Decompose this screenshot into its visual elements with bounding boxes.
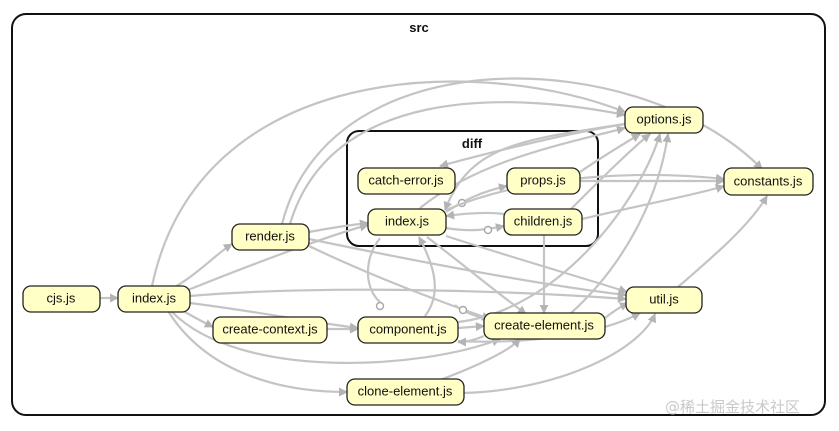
cluster-src [11,13,826,416]
edge-diff-index-children [445,223,505,233]
edge-children-diff-index [445,210,505,220]
edge-children-options [569,133,651,211]
edge-render-create-element [308,245,491,321]
edge-render-diff-index [308,219,369,234]
node-component[interactable]: component.js [357,316,459,344]
node-diff-catch-error[interactable]: catch-error.js [357,167,456,195]
node-diff-children-label: children.js [514,213,573,228]
edge-index-diff-index [187,222,369,292]
node-diff-index-label: index.js [385,213,430,228]
node-index[interactable]: index.js [117,285,191,313]
edge-render-util [308,237,627,299]
edge-index-render [174,243,233,288]
node-render[interactable]: render.js [231,223,310,251]
edge-component-create-element [457,322,485,332]
node-create-element[interactable]: create-element.js [483,312,606,340]
node-create-context[interactable]: create-context.js [212,316,328,344]
node-util-label: util.js [649,291,679,306]
node-cjs-label: cjs.js [47,290,76,305]
node-options-label: options.js [637,111,692,126]
node-diff-props-label: props.js [520,172,566,187]
watermark-text: @稀土掘金技术社区 [665,398,800,416]
edge-diff-index-component [366,237,381,303]
edge-diff-index-constants [445,173,725,212]
node-clone-element-label: clone-element.js [358,383,453,398]
cluster-diff [346,130,599,247]
edge-clone-element-util [463,313,657,395]
edge-render-options [288,101,626,225]
edge-util-constants [677,195,768,288]
node-constants-label: constants.js [734,173,803,188]
edge-diff-index-create-element [426,236,527,315]
edge-index-create-element [171,311,501,364]
node-create-context-label: create-context.js [222,321,318,336]
node-render-label: render.js [245,228,295,243]
cluster-src-title: src [409,20,429,35]
node-clone-element[interactable]: clone-element.js [346,378,465,406]
node-util[interactable]: util.js [625,286,703,314]
node-index-label: index.js [132,290,177,305]
node-options[interactable]: options.js [624,106,704,134]
edge-diff-index-util [445,234,628,294]
node-constants[interactable]: constants.js [723,167,814,196]
edge-options-catch-error [439,122,626,169]
edge-create-element-component [457,334,485,347]
edge-index-util [189,288,627,303]
edge-end-circle-create-element [458,305,468,315]
node-diff-props[interactable]: props.js [506,167,581,195]
node-diff-children[interactable]: children.js [503,208,583,236]
edge-end-circle-component [375,301,385,311]
node-component-label: component.js [369,321,447,336]
node-cjs[interactable]: cjs.js [22,285,101,313]
edge-end-circle-children [483,225,493,235]
edge-component-diff-index [418,236,436,317]
edge-index-clone-element [167,310,348,397]
edge-create-element-options [569,133,672,315]
edge-index-options [150,80,626,287]
node-diff-index[interactable]: index.js [367,208,447,236]
edge-render-constants [280,77,763,225]
edge-props-options [579,133,641,173]
node-diff-catch-error-label: catch-error.js [368,172,444,187]
edge-clone-element-create-element [439,338,521,382]
edge-create-element-util [604,302,629,319]
edge-children-constants [581,184,725,221]
cluster-diff-title: diff [462,136,483,151]
node-create-element-label: create-element.js [494,317,594,332]
